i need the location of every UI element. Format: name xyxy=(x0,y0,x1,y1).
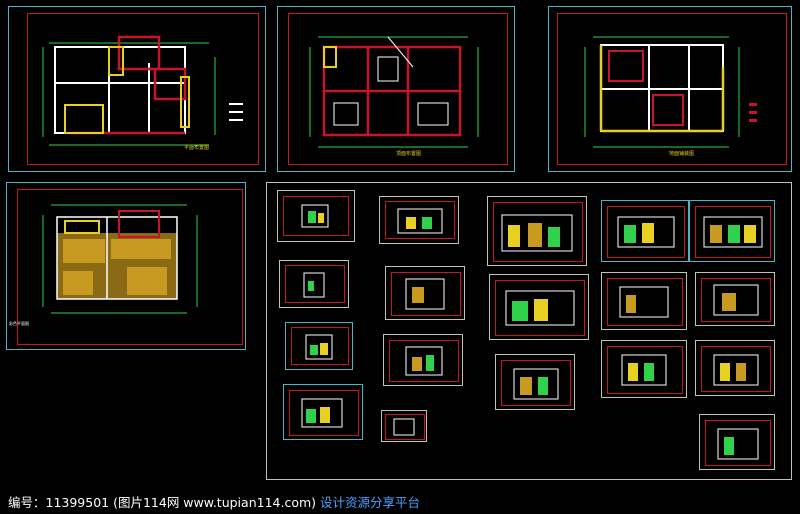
plan-sheet-2-border xyxy=(288,13,508,165)
elevation-11-border xyxy=(501,360,571,406)
elevation-7-border xyxy=(389,340,459,382)
plan-4-caption: 彩色平面图 xyxy=(9,320,29,326)
plan-sheet-1: 平面布置图 xyxy=(8,6,266,172)
elevation-3-border xyxy=(291,327,349,365)
watermark-bar: 编号：11399501 (图片114网 www.tupian114.com) 设… xyxy=(0,486,800,514)
elevation-12-drawing xyxy=(617,216,675,248)
elevation-4-border xyxy=(289,390,359,436)
elevation-5 xyxy=(379,196,459,244)
watermark-line: 编号：11399501 (图片114网 www.tupian114.com) 设… xyxy=(8,492,420,511)
elevation-3-drawing xyxy=(305,334,333,360)
elevation-8-drawing xyxy=(393,418,415,436)
elevation-6-drawing xyxy=(405,278,445,310)
plan-sheet-3: 地面铺装图 xyxy=(548,6,792,172)
plan-3-flooring: 地面铺装图 xyxy=(584,36,757,157)
elevation-16-border xyxy=(701,278,771,322)
slogan-text: 设计资源分享平台 xyxy=(320,495,421,510)
elevation-17-drawing xyxy=(713,354,759,386)
elevation-14-border xyxy=(607,346,683,394)
elevation-9-border xyxy=(493,202,583,262)
elevations-sheet xyxy=(266,182,792,480)
elevation-17 xyxy=(695,340,775,396)
elevation-14 xyxy=(601,340,687,398)
elevation-15 xyxy=(689,200,775,262)
elevation-6 xyxy=(385,266,465,320)
elevation-17-border xyxy=(701,346,771,392)
elevation-16 xyxy=(695,272,775,326)
elevation-9 xyxy=(487,196,587,266)
elevation-13-drawing xyxy=(619,286,669,318)
plan-2-caption: 顶面布置图 xyxy=(396,150,421,157)
elevation-9-drawing xyxy=(501,214,573,252)
elevation-18-drawing xyxy=(717,428,759,460)
elevation-8-border xyxy=(385,414,425,440)
elevation-10 xyxy=(489,274,589,340)
elevation-13-border xyxy=(607,278,683,326)
elevation-15-drawing xyxy=(703,216,763,248)
elevation-10-drawing xyxy=(505,290,575,326)
elevation-14-drawing xyxy=(621,354,667,386)
elevation-7 xyxy=(383,334,463,386)
elevation-10-border xyxy=(495,280,585,336)
plan-sheet-3-border xyxy=(557,13,787,165)
elevation-2-drawing xyxy=(303,272,325,298)
elevation-15-border xyxy=(695,206,771,258)
plan-2-ceiling: 顶面布置图 xyxy=(309,36,479,157)
plan-1-caption: 平面布置图 xyxy=(184,144,209,151)
elevation-4-drawing xyxy=(301,398,343,428)
elevation-12-border xyxy=(607,206,685,258)
plan-sheet-2: 顶面布置图 xyxy=(277,6,515,172)
elevation-2-border xyxy=(285,265,345,303)
plan-3-caption: 地面铺装图 xyxy=(669,150,694,157)
elevation-8 xyxy=(381,410,427,442)
elevation-5-drawing xyxy=(397,208,443,234)
plan-1-floorplan: 平面布置图 xyxy=(42,35,243,151)
elevation-11 xyxy=(495,354,575,410)
elevation-7-drawing xyxy=(405,346,443,376)
elevation-1-border xyxy=(283,196,349,236)
watermark-text: 编号：11399501 (图片114网 www.tupian114.com) xyxy=(8,495,317,510)
elevation-5-border xyxy=(385,201,455,239)
plan-sheet-4-border xyxy=(17,189,243,345)
elevation-1-drawing xyxy=(301,204,329,228)
plan-4-colored: 彩色平面图 xyxy=(9,204,198,326)
elevation-11-drawing xyxy=(513,368,559,400)
elevation-13 xyxy=(601,272,687,330)
elevation-1 xyxy=(277,190,355,242)
plan-sheet-1-border xyxy=(27,13,259,165)
elevation-16-drawing xyxy=(713,284,759,316)
elevation-18-border xyxy=(705,420,771,466)
elevation-18 xyxy=(699,414,775,470)
elevation-6-border xyxy=(391,272,461,316)
elevation-12 xyxy=(601,200,689,262)
plan-sheet-4: 彩色平面图 xyxy=(6,182,246,350)
elevation-3 xyxy=(285,322,353,370)
elevation-2 xyxy=(279,260,349,308)
elevation-4 xyxy=(283,384,363,440)
